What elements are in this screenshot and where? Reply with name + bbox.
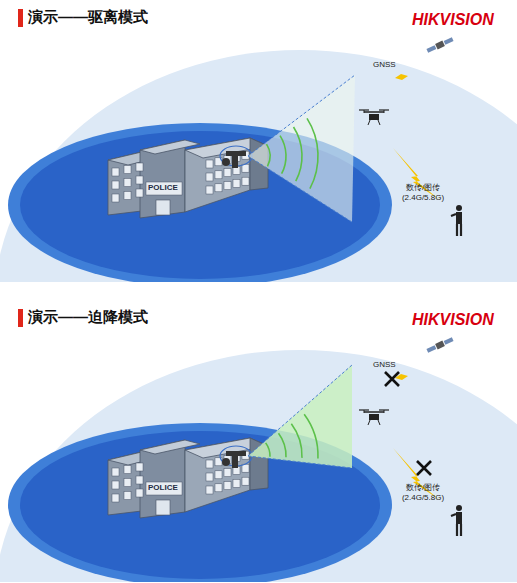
police-building — [108, 138, 268, 218]
jamming-beam — [248, 75, 355, 222]
panel-heading: 演示——迫降模式 — [28, 308, 148, 326]
pilot-person — [451, 205, 462, 236]
brand-logo-text: HIKVISION — [412, 311, 494, 328]
building-sign-text: POLICE — [148, 183, 178, 192]
signal-label: GNSS — [373, 60, 396, 70]
panel-heading-text: 演示——迫降模式 — [28, 308, 148, 325]
panel-heading-text: 演示——驱离模式 — [28, 8, 148, 25]
gnss-signal — [372, 358, 425, 400]
drone — [359, 410, 389, 425]
brand-logo: HIKVISION — [412, 310, 494, 329]
signal-label-text: GNSS — [373, 360, 396, 369]
brand-logo: HIKVISION — [412, 10, 494, 29]
signal-label: GNSS — [373, 360, 396, 370]
link-signal — [393, 448, 440, 500]
satellite — [426, 36, 454, 53]
jamming-beam — [248, 365, 352, 468]
gnss-signal — [372, 58, 425, 100]
building-sign: POLICE — [148, 483, 178, 493]
link-signal — [393, 148, 440, 200]
heading-bar — [18, 309, 23, 327]
signal-label-text: 数传/图传 (2.4G/5.8G) — [402, 483, 444, 502]
building-sign-text: POLICE — [148, 483, 178, 492]
panel-heading: 演示——驱离模式 — [28, 8, 148, 26]
drone-jammer — [220, 446, 252, 468]
drone — [359, 110, 389, 125]
pilot-person — [451, 505, 462, 536]
signal-label-text: GNSS — [373, 60, 396, 69]
building-sign: POLICE — [148, 183, 178, 193]
satellite — [426, 336, 454, 353]
police-building — [108, 438, 268, 518]
signal-label: 数传/图传 (2.4G/5.8G) — [394, 483, 452, 502]
heading-bar — [18, 9, 23, 27]
signal-label: 数传/图传 (2.4G/5.8G) — [394, 183, 452, 202]
brand-logo-text: HIKVISION — [412, 11, 494, 28]
protection-dome — [0, 50, 517, 282]
demo-panel — [0, 309, 517, 583]
blocked-mark — [417, 461, 431, 475]
drone-jammer — [220, 146, 252, 168]
protection-dome — [0, 350, 517, 582]
signal-label-text: 数传/图传 (2.4G/5.8G) — [402, 183, 444, 202]
blocked-mark — [385, 372, 399, 386]
